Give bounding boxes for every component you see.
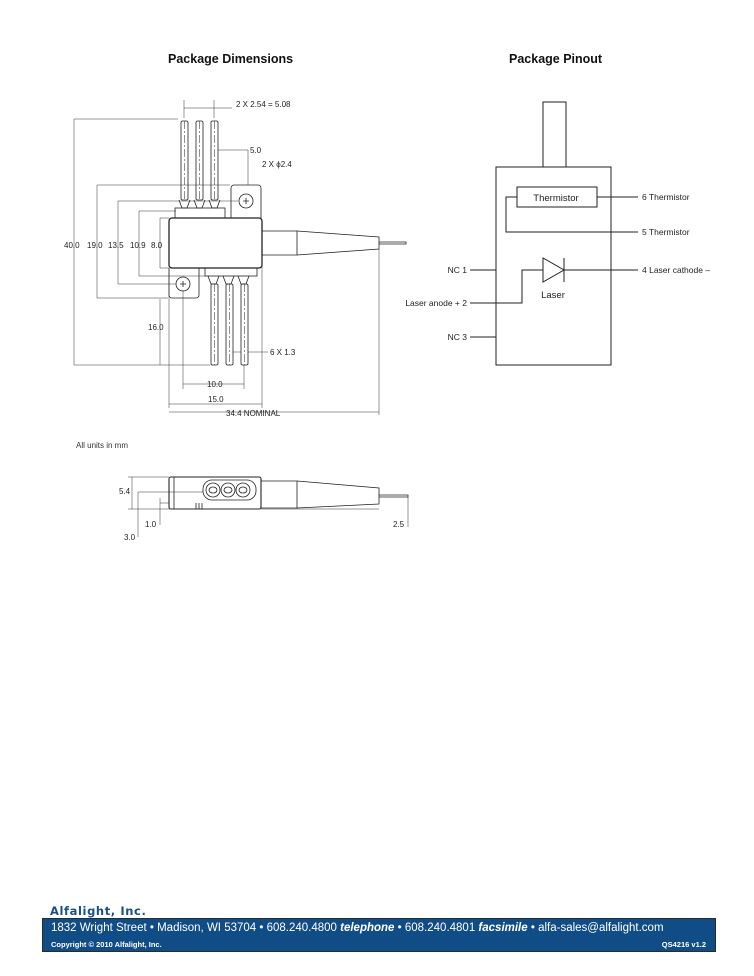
contact-line: 1832 Wright Street • Madison, WI 53704 •… bbox=[51, 922, 664, 934]
laser-label: Laser bbox=[541, 290, 565, 301]
dimension-labels: 2 X 2.54 = 5.08 5.0 2 X ϕ2.4 40.0 19.0 1… bbox=[64, 100, 296, 418]
package-top-view bbox=[168, 120, 407, 366]
body-width-label: 15.0 bbox=[208, 395, 224, 404]
pinout-package-outline bbox=[495, 166, 612, 366]
thermistor-box-label: Thermistor bbox=[533, 193, 578, 204]
side-dimension-lines bbox=[128, 476, 409, 537]
package-dimensions-title: Package Dimensions bbox=[168, 52, 294, 66]
units-note: All units in mm bbox=[76, 441, 129, 450]
pinout-schematic bbox=[470, 101, 638, 366]
body-height-label: 8.0 bbox=[151, 241, 163, 250]
pin-length-label: 16.0 bbox=[148, 323, 164, 332]
pin-width-label: 6 X 1.3 bbox=[270, 348, 296, 357]
pin1-label: NC 1 bbox=[448, 265, 468, 275]
pin3-label: NC 3 bbox=[448, 332, 468, 342]
laser-diode-icon bbox=[542, 257, 566, 283]
pinout-labels: Thermistor Laser 6 Thermistor 5 Thermist… bbox=[405, 192, 710, 342]
hole-center-spacing-label: 10.0 bbox=[207, 380, 223, 389]
package-side-view bbox=[168, 476, 409, 510]
address-text: 1832 Wright Street • Madison, WI 53704 •… bbox=[51, 922, 341, 934]
pin5-label: 5 Thermistor bbox=[642, 227, 690, 237]
telephone-label: telephone bbox=[340, 922, 395, 934]
hole-diameter-label: 2 X ϕ2.4 bbox=[262, 160, 292, 169]
bottom-pin bbox=[210, 283, 219, 366]
package-pinout-title: Package Pinout bbox=[509, 52, 603, 66]
flange-height-label: 19.0 bbox=[87, 241, 103, 250]
side-dimension-labels: 5.4 1.0 3.0 2.5 bbox=[119, 487, 405, 542]
dimension-lines bbox=[73, 100, 380, 415]
facsimile-label: facsimile bbox=[478, 922, 528, 934]
pin2-label: Laser anode + 2 bbox=[405, 298, 467, 308]
side-height-label: 5.4 bbox=[119, 487, 131, 496]
hole-spacing-label: 13.5 bbox=[108, 241, 124, 250]
email-link[interactable]: • alfa-sales@alfalight.com bbox=[527, 922, 664, 934]
package-body bbox=[168, 217, 263, 269]
copyright: Copyright © 2010 Alfalight, Inc. bbox=[51, 940, 162, 949]
fiber-height-label: 2.5 bbox=[393, 520, 405, 529]
pin4-label: 4 Laser cathode – bbox=[642, 265, 710, 275]
pin-row-spacing-label: 10.9 bbox=[130, 241, 146, 250]
pin6-label: 6 Thermistor bbox=[642, 192, 690, 202]
pin-pitch-label: 2 X 2.54 = 5.08 bbox=[236, 100, 291, 109]
pin-offset-label: 5.0 bbox=[250, 146, 262, 155]
fax-number: • 608.240.4801 bbox=[394, 922, 479, 934]
side-offset-1-label: 1.0 bbox=[145, 520, 157, 529]
bottom-pin bbox=[240, 283, 249, 366]
document-id: QS4216 v1.2 bbox=[661, 940, 706, 949]
overall-length-label: 34.4 NOMINAL bbox=[226, 409, 281, 418]
footer-bar: 1832 Wright Street • Madison, WI 53704 •… bbox=[42, 918, 716, 952]
overall-height-label: 40.0 bbox=[64, 241, 80, 250]
side-offset-2-label: 3.0 bbox=[124, 533, 136, 542]
bottom-pin bbox=[225, 283, 234, 366]
company-logo: Alfalight, Inc. bbox=[50, 904, 147, 918]
